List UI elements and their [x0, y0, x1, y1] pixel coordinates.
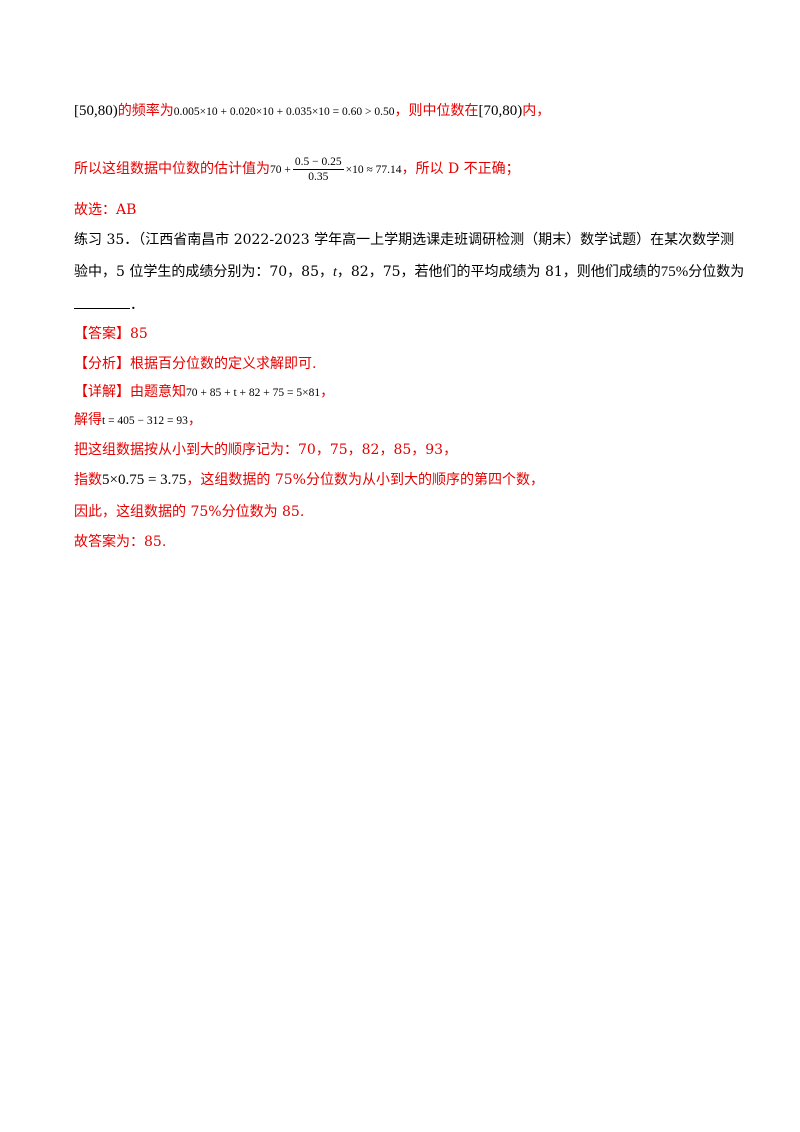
fraction-denominator: 0.35 — [308, 170, 329, 183]
index-line: 指数5×0.75 = 3.75，这组数据的 75%分位数为从小到大的顺序的第四个… — [74, 470, 544, 490]
inside-text: 内， — [522, 103, 551, 119]
detail-label: 【详解】由题意知 — [74, 384, 186, 400]
median-estimate-text: 所以这组数据中位数的估计值为 — [74, 161, 270, 177]
analysis-line: 【分析】根据百分位数的定义求解即可. — [74, 356, 317, 372]
d-incorrect-text: ，所以 D 不正确； — [401, 161, 520, 177]
exercise-end-period: ． — [130, 297, 144, 313]
frequency-formula: 0.005×10 + 0.020×10 + 0.035×10 = 0.60 > … — [173, 106, 395, 118]
exercise-text-c: 分位数为 — [688, 264, 745, 280]
solve-formula: t = 405 − 312 = 93 — [102, 415, 188, 427]
variable-t: t — [333, 265, 337, 280]
median-formula-suffix: ×10 ≈ 77.14 — [345, 164, 402, 176]
therefore-line: 因此，这组数据的 75%分位数为 85. — [74, 504, 305, 520]
exercise-text-a: 验中，5 位学生的成绩分别为：70，85， — [74, 264, 333, 280]
median-formula-prefix: 70 + — [270, 164, 291, 176]
sum-formula: 70 + 85 + t + 82 + 75 = 5×81 — [186, 387, 321, 399]
index-formula: 5×0.75 = 3.75 — [102, 472, 187, 488]
answer-line: 【答案】85 — [74, 326, 148, 342]
interval-70-80: [70,80) — [478, 103, 523, 119]
exercise-text-b: ，82，75，若他们的平均成绩为 81，则他们成绩的 — [336, 264, 661, 280]
exercise-line-2: 验中，5 位学生的成绩分别为：70，85，t，82，75，若他们的平均成绩为 8… — [74, 262, 744, 283]
exercise-line-3: ． — [74, 294, 144, 315]
index-text: ，这组数据的 75%分位数为从小到大的顺序的第四个数， — [186, 472, 544, 488]
solve-label: 解得 — [74, 412, 102, 428]
percent-75: 75% — [660, 264, 689, 280]
frequency-text: 的频率为 — [117, 103, 174, 119]
detail-end: ， — [320, 384, 335, 400]
order-line: 把这组数据按从小到大的顺序记为：70，75，82，85，93， — [74, 442, 458, 458]
choice-answer: 故选：AB — [74, 202, 137, 218]
final-answer-line: 故答案为：85. — [74, 534, 167, 550]
solve-end: ， — [187, 412, 202, 428]
exercise-title-line: 练习 35．（江西省南昌市 2022-2023 学年高一上学期选课走班调研检测（… — [74, 232, 735, 248]
interval-50-80: [50,80) — [74, 103, 118, 119]
median-in-text: ，则中位数在 — [394, 103, 479, 119]
detail-line: 【详解】由题意知70 + 85 + t + 82 + 75 = 5×81， — [74, 382, 334, 403]
solve-line: 解得t = 405 − 312 = 93， — [74, 410, 202, 431]
index-label: 指数 — [74, 472, 102, 488]
answer-blank — [74, 294, 130, 309]
fraction-numerator: 0.5 − 0.25 — [292, 155, 344, 170]
frequency-line: [50,80)的频率为0.005×10 + 0.020×10 + 0.035×1… — [74, 101, 550, 122]
